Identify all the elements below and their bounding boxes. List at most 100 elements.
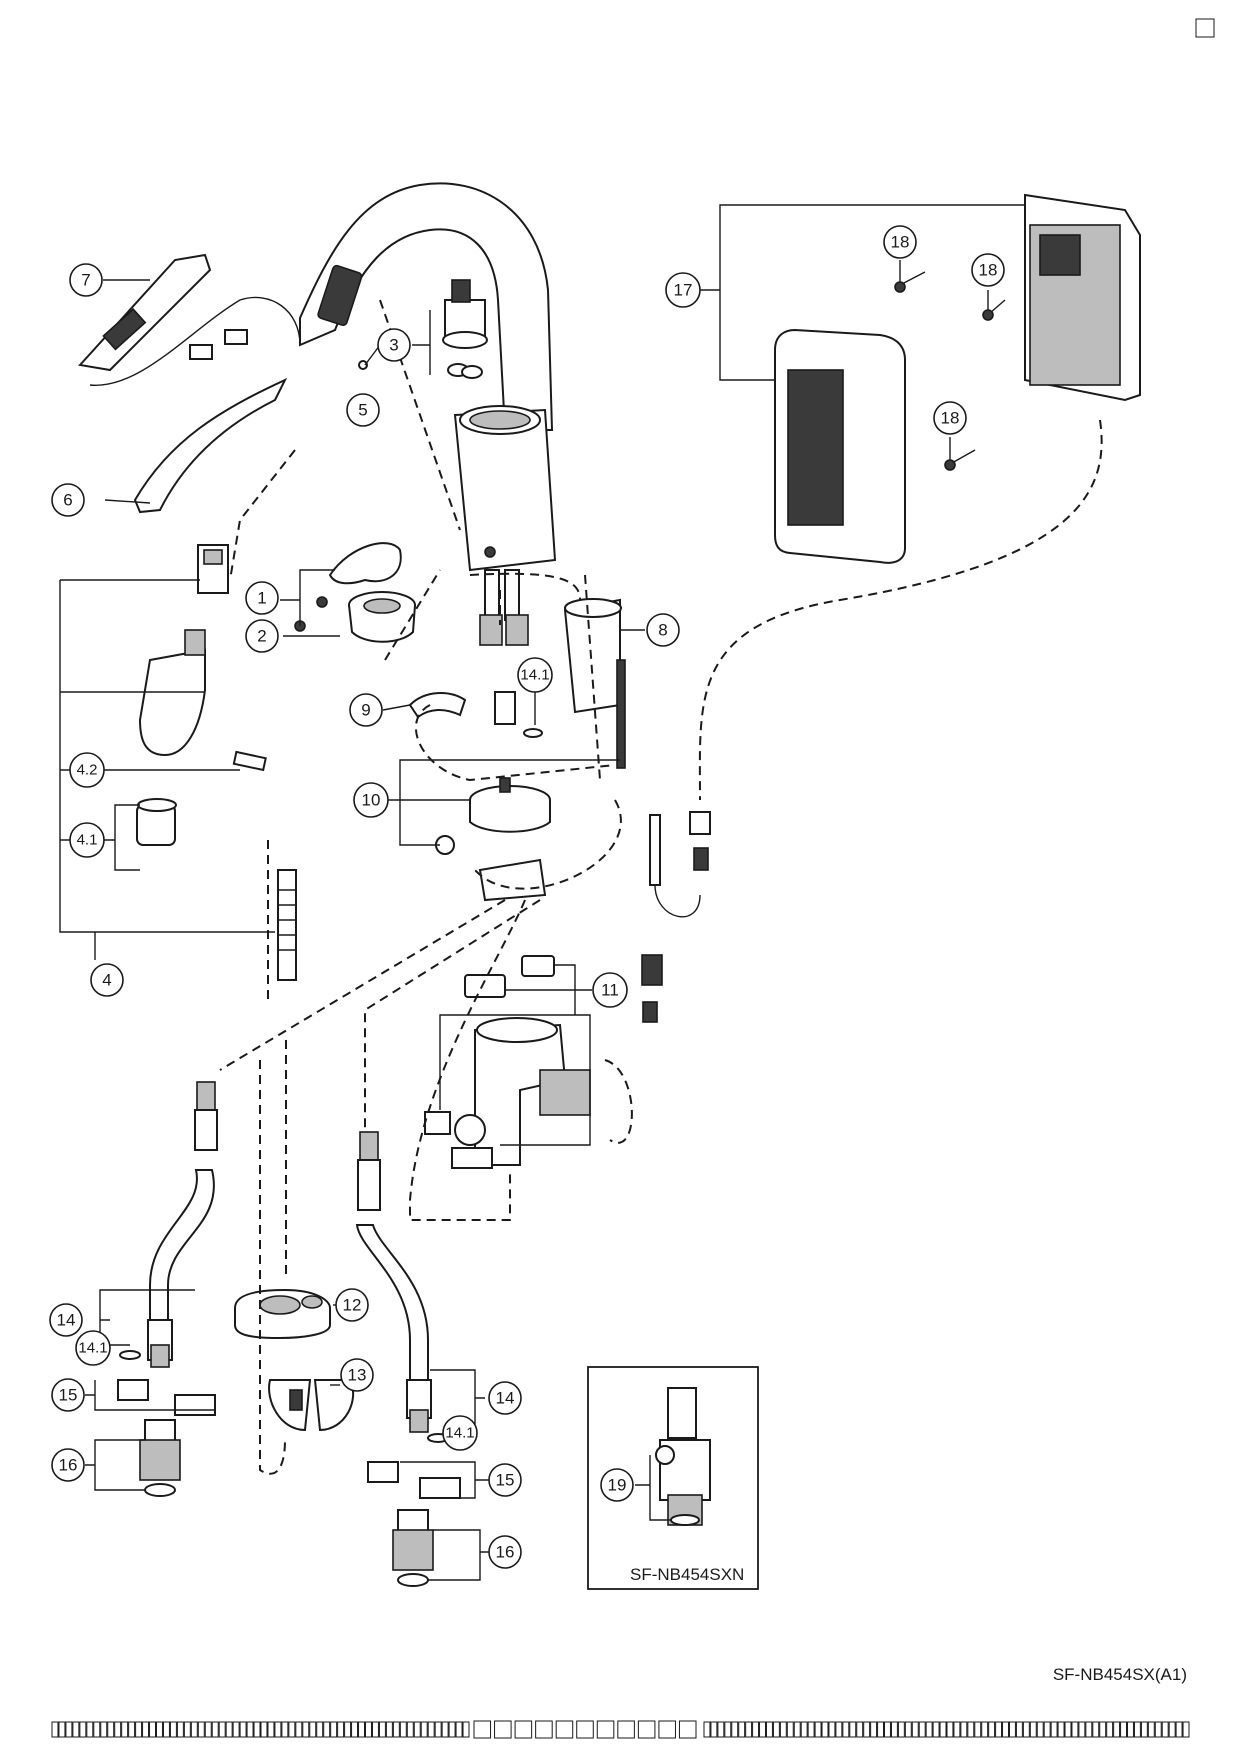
footer-box (724, 1721, 732, 1738)
footer-box (281, 1721, 289, 1738)
callout-10: 10 (353, 782, 389, 818)
callout-8: 8 (646, 613, 680, 647)
footer-box (239, 1721, 247, 1738)
adapters (139, 1419, 434, 1587)
svg-text:16: 16 (496, 1543, 515, 1562)
callout-11: 11 (592, 972, 628, 1008)
clamp (268, 1379, 355, 1432)
footer-box (351, 1721, 359, 1738)
footer-box (142, 1721, 150, 1738)
svg-text:18: 18 (891, 233, 910, 252)
footer-box (1147, 1721, 1155, 1738)
svg-text:4.1: 4.1 (77, 832, 98, 849)
footer-box (1106, 1721, 1114, 1738)
footer-box (337, 1721, 345, 1738)
assembly-paths (219, 299, 1103, 1475)
footer-box (51, 1721, 59, 1738)
callout-17: 17 (665, 272, 701, 308)
footer-box (218, 1721, 226, 1738)
callout-7: 7 (69, 263, 103, 297)
footer-box (232, 1721, 240, 1738)
footer-box (555, 1720, 574, 1739)
footer-box (904, 1721, 912, 1738)
footer-box (1133, 1721, 1141, 1738)
footer-box (162, 1721, 170, 1738)
footer-box (1078, 1721, 1086, 1738)
svg-text:7: 7 (81, 271, 90, 290)
footer-box (413, 1721, 421, 1738)
callout-14-1-upper: 14.1 (517, 657, 553, 693)
footer-box (378, 1721, 386, 1738)
footer-box (863, 1721, 871, 1738)
footer-box (246, 1721, 254, 1738)
footer-box (1120, 1721, 1128, 1738)
footer-box (1002, 1721, 1009, 1738)
footer-box (1161, 1721, 1169, 1738)
footer-box (710, 1721, 718, 1738)
footer-box (156, 1721, 163, 1738)
footer-box (399, 1721, 407, 1738)
footer-box (731, 1721, 739, 1738)
footer-box (420, 1721, 428, 1738)
footer-box (745, 1721, 753, 1738)
footer-box (302, 1721, 310, 1738)
hose-right (355, 1131, 449, 1443)
footer-box (1015, 1721, 1023, 1738)
footer-box (1092, 1721, 1100, 1738)
footer-box (441, 1721, 449, 1738)
footer-box (1085, 1721, 1093, 1738)
base-ring (348, 591, 416, 643)
model-code: SF-NB454SX(A1) (1053, 1665, 1187, 1684)
footer-box (576, 1720, 594, 1739)
footer-box (925, 1721, 933, 1738)
footer-box (870, 1721, 878, 1738)
footer-box (932, 1721, 940, 1738)
footer-box (995, 1721, 1003, 1738)
lever-handle (328, 542, 402, 585)
callout-3: 3 (377, 328, 411, 362)
footer-box (65, 1721, 73, 1738)
footer-box (738, 1721, 746, 1738)
footer-box (169, 1721, 177, 1738)
footer-box (406, 1721, 414, 1738)
footer-box (1140, 1721, 1148, 1738)
footer-box (462, 1721, 470, 1738)
footer-box (72, 1721, 80, 1738)
footer-box (176, 1721, 184, 1738)
footer-box (1043, 1721, 1051, 1738)
footer-box (473, 1720, 492, 1739)
footer-box (1154, 1721, 1162, 1738)
svg-text:4.2: 4.2 (77, 762, 98, 779)
footer-box (793, 1721, 801, 1738)
footer-box (981, 1721, 989, 1738)
footer-box (323, 1721, 331, 1738)
svg-text:18: 18 (979, 261, 998, 280)
svg-text:15: 15 (59, 1386, 78, 1405)
callout-14-1-left: 14.1 (75, 1330, 111, 1366)
callout-18-b: 18 (971, 253, 1005, 287)
callout-15-left: 15 (51, 1378, 85, 1412)
hose-holder (234, 1288, 331, 1340)
footer-box (814, 1721, 822, 1738)
footer-box (856, 1721, 864, 1738)
footer-box (58, 1721, 66, 1738)
footer-box (897, 1721, 905, 1738)
footer-box (786, 1721, 794, 1738)
svg-text:1: 1 (257, 589, 266, 608)
footer-box (842, 1721, 850, 1738)
footer-box (1127, 1721, 1134, 1738)
callout-14-1-right: 14.1 (442, 1415, 478, 1451)
clip (408, 692, 467, 719)
callout-12: 12 (335, 1288, 369, 1322)
callout-6: 6 (51, 483, 85, 517)
footer-box (967, 1721, 975, 1738)
svg-text:13: 13 (348, 1366, 367, 1385)
mounting-nut (435, 777, 551, 902)
footer-box (392, 1721, 400, 1738)
footer-box (1050, 1721, 1058, 1738)
footer-box (514, 1720, 533, 1739)
callout-14-right: 14 (488, 1381, 522, 1415)
footer-box (772, 1721, 780, 1738)
callout-14-left: 14 (49, 1303, 83, 1337)
